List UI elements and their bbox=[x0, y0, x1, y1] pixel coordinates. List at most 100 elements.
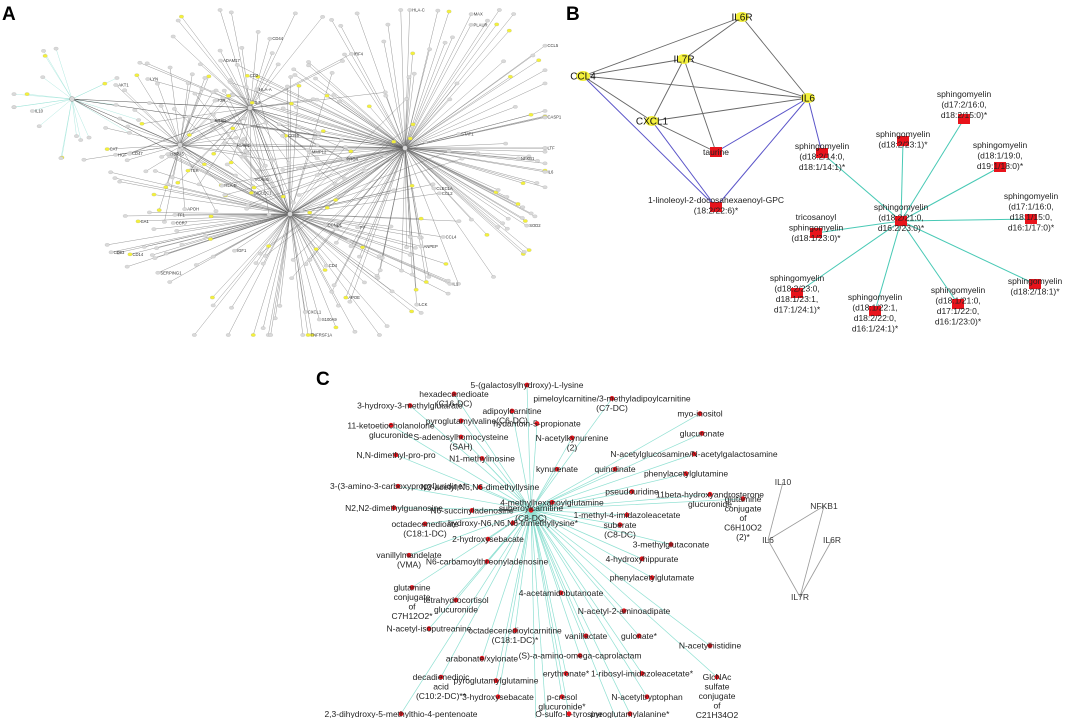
panel-a-node bbox=[334, 326, 338, 329]
panel-a-node bbox=[363, 169, 367, 172]
panel-a-node-label: HSPA5 bbox=[170, 152, 184, 157]
panel-c-metabolite-label-line: glutamine bbox=[394, 582, 431, 592]
panel-a-node bbox=[306, 60, 310, 63]
panel-a-edge bbox=[402, 148, 405, 271]
panel-b-metabolite-label-line: d18:2/22:0, bbox=[854, 313, 897, 323]
panel-a-edge bbox=[180, 83, 188, 145]
panel-b-metabolite-label-line: sphingomyelin bbox=[874, 202, 929, 212]
panel-a-node bbox=[348, 300, 352, 303]
panel-a-node-label: CCL5 bbox=[548, 43, 559, 48]
panel-a-node-label: ADAM17 bbox=[223, 58, 240, 63]
panel-a-node bbox=[208, 237, 212, 240]
panel-c-metabolite-label: 2,3-dihydroxy-5-methylthio-4-pentenoate(… bbox=[324, 709, 477, 718]
panel-a-node bbox=[142, 245, 146, 248]
panel-c-metabolite-label: kynurenate bbox=[536, 464, 578, 474]
panel-a-node bbox=[496, 225, 500, 228]
panel-a-node bbox=[228, 78, 232, 81]
panel-c-metabolite-label-line: N,N-dimethyl-pro-pro bbox=[356, 450, 436, 460]
panel-a-node bbox=[166, 183, 170, 186]
panel-b-edge bbox=[652, 98, 808, 121]
panel-a-node bbox=[280, 134, 284, 137]
panel-a-node bbox=[385, 325, 389, 328]
panel-a-node bbox=[118, 117, 122, 120]
panel-b-metabolite-label-line: (d18:1/23:0)* bbox=[791, 233, 841, 243]
panel-a-node bbox=[500, 222, 504, 225]
panel-a-node bbox=[87, 136, 91, 139]
panel-b-metabolite-label-line: (d18:2/18:1)* bbox=[1010, 287, 1060, 297]
panel-b-edge bbox=[652, 59, 684, 121]
panel-b-metabolite-label-line: sphingomyelin bbox=[789, 223, 844, 233]
panel-a-node bbox=[244, 86, 248, 89]
panel-a-edge bbox=[142, 108, 250, 124]
panel-a-node bbox=[346, 239, 350, 242]
panel-a-node bbox=[138, 61, 142, 64]
panel-a-node bbox=[203, 234, 207, 237]
panel-c-metabolite-label-line: 4-acetamidobutanoate bbox=[519, 588, 604, 598]
panel-a-node bbox=[404, 97, 408, 100]
panel-b-metabolite-label: sphingomyelin(d18:1/19:0,d19:1/18:0)* bbox=[973, 140, 1028, 171]
panel-a-node bbox=[214, 210, 218, 213]
panel-c-metabolite-label-line: N6-carbamoylthreonyladenosine bbox=[426, 557, 549, 567]
panel-a-node bbox=[315, 174, 319, 177]
panel-b-metabolite-label-line: (d18:1/21:0, bbox=[935, 296, 980, 306]
panel-a-node bbox=[226, 94, 230, 97]
panel-a-edge bbox=[290, 214, 312, 335]
panel-c-metabolite-label-line: (C8-DC) bbox=[604, 529, 636, 539]
panel-a-node bbox=[529, 113, 533, 116]
panel-a-node bbox=[376, 276, 380, 279]
panel-a-edge bbox=[72, 99, 139, 120]
panel-a-node bbox=[289, 277, 293, 280]
panel-b-metabolite-label-line: tricosanoyl bbox=[796, 212, 837, 222]
panel-a-node bbox=[222, 89, 226, 92]
panel-c-metabolite-label-line: (S)-a-amino-omega-caprolactam bbox=[519, 651, 642, 661]
panel-b-metabolite-label-line: sphingomyelin bbox=[937, 89, 992, 99]
panel-a-node bbox=[503, 142, 507, 145]
panel-a-node bbox=[323, 268, 327, 271]
panel-b-metabolite-label-line: sphingomyelin bbox=[973, 140, 1028, 150]
panel-a-node bbox=[413, 246, 417, 249]
panel-a-node bbox=[424, 280, 428, 283]
panel-a-node-label: IGF1 bbox=[237, 248, 247, 253]
panel-a-node bbox=[41, 76, 45, 79]
panel-a-node bbox=[506, 217, 510, 220]
panel-c-metabolite-label-line: (C18:1-DC) bbox=[403, 528, 447, 538]
panel-a-node bbox=[211, 113, 215, 116]
panel-b-metabolite-label: sphingomyelin(d18:2/14:0,d18:1/14:1)* bbox=[795, 141, 850, 172]
panel-a-node bbox=[330, 290, 334, 293]
panel-a-edge bbox=[43, 77, 72, 99]
panel-c-metabolite-label: pyroglutamylalanine* bbox=[591, 709, 671, 718]
panel-a-edge bbox=[388, 25, 405, 148]
panel-a-node bbox=[315, 98, 319, 101]
panel-a-node bbox=[287, 161, 291, 164]
panel-a-node bbox=[307, 211, 311, 214]
panel-a-node bbox=[443, 41, 447, 44]
panel-a-node bbox=[218, 8, 222, 11]
panel-b-metabolite-label: sphingomyelin(d18:1/21:0,d17:1/22:0,d16:… bbox=[931, 285, 986, 327]
panel-a-node bbox=[202, 163, 206, 166]
panel-a-edge bbox=[125, 214, 290, 216]
panel-a-edge bbox=[250, 32, 258, 108]
panel-c-metabolite-label: hydantoin-5-propionate bbox=[493, 419, 581, 429]
panel-a-node bbox=[342, 53, 346, 56]
panel-c-metabolite-label-line: pseudouridine bbox=[605, 487, 659, 497]
panel-a-node-label: S100A9 bbox=[322, 317, 338, 322]
panel-a-node bbox=[252, 186, 256, 189]
panel-c-metabolite-label-line: conjugate bbox=[699, 691, 736, 701]
panel-c-metabolite-label: pseudouridine bbox=[605, 487, 659, 497]
panel-b-edge bbox=[583, 76, 652, 121]
panel-b-metabolite-label: sphingomyelin(d18:1/22:1,d18:2/22:0,d16:… bbox=[848, 292, 903, 334]
panel-b-metabolite-label-line: (18:2/22:6)* bbox=[694, 206, 739, 216]
panel-a-node bbox=[399, 269, 403, 272]
panel-a-node bbox=[533, 215, 537, 218]
panel-a-node bbox=[411, 123, 415, 126]
panel-a-node bbox=[186, 82, 190, 85]
panel-c-gene-label: IL6 bbox=[762, 535, 774, 545]
panel-a-edge bbox=[223, 98, 290, 214]
panel-a-node bbox=[505, 227, 509, 230]
panel-a-node bbox=[288, 75, 292, 78]
panel-c-metabolite-label: hydroxy-N6,N6,N6-trimethyllysine* bbox=[448, 518, 579, 528]
panel-c-metabolite-label-line: hydroxy-N6,N6,N6-trimethyllysine* bbox=[448, 518, 579, 528]
panel-a-edge bbox=[210, 214, 290, 239]
